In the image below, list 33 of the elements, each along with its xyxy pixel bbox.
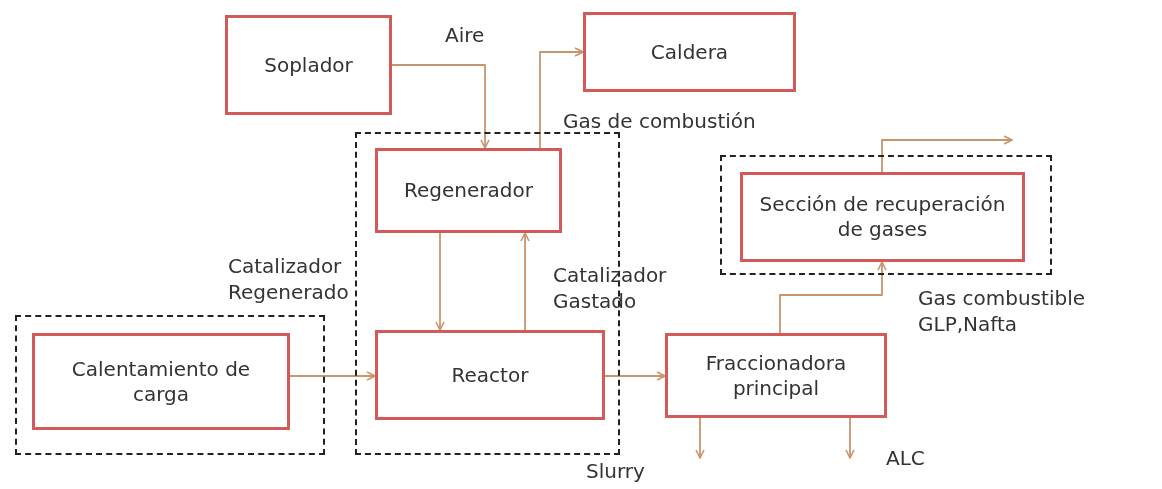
group-boundary [720,155,1052,275]
arrow [695,417,705,459]
edge-label: Gas combustible GLP,Nafta [918,285,1086,337]
arrow [881,135,1013,173]
edge-label: ALC [886,445,925,471]
arrow [779,261,887,334]
process-box [375,148,562,233]
process-box [583,12,796,92]
arrow [289,371,376,381]
process-box [665,333,887,418]
box-label: Fraccionadora principal [704,349,848,402]
box-label: Caldera [649,38,730,66]
edge-label: Gas de combustión [563,108,756,134]
edge-label: Catalizador Gastado [553,262,668,314]
edge-label: Aire [445,22,485,48]
arrow [520,232,530,331]
process-box [740,172,1025,262]
group-boundary [15,315,325,455]
process-box [225,15,392,115]
arrow [391,64,490,149]
box-label: Reactor [450,361,530,389]
process-box [32,333,290,430]
arrow [435,232,445,331]
box-label: Calentamiento de carga [70,355,252,408]
arrow [845,417,855,459]
arrow [539,47,584,149]
box-label: Regenerador [403,177,534,204]
process-box [375,330,605,420]
box-label: Sección de recuperación de gases [758,191,1007,243]
edge-label: Slurry [586,458,645,484]
arrow [604,371,666,381]
edge-label: Catalizador Regenerado [228,253,350,305]
box-label: Soplador [263,51,354,79]
